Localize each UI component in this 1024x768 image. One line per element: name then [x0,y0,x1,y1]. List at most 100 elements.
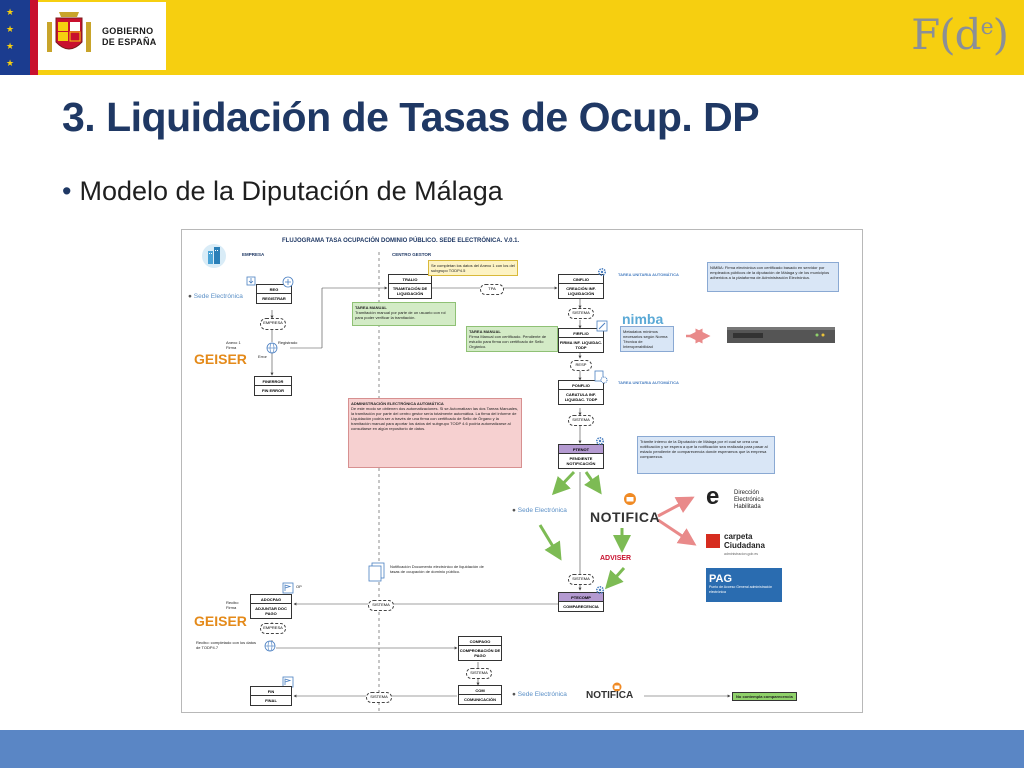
server-icon [727,327,835,343]
pag-logo: PAG Punto de Acceso General administraci… [706,568,782,602]
gear-icon [597,267,607,277]
pill-empresa-2: EMPRESA [260,623,286,634]
pill-tpa: TPA [480,284,504,295]
globe-icon [266,342,278,354]
label-tarea-auto-1: TAREA UNITARIA AUTOMÁTICA [618,272,679,277]
mail-icon [624,493,636,505]
note-tarea-manual-2-body: Firma Manual con certificado. Pendiente … [469,334,547,349]
pag-main: PAG [709,573,733,585]
box-ponflio: PONFLIO CARATULA INF. LIQUIDAC. TODP [558,380,604,405]
label-recibo-note: Recibo: completado con los datos de TODP… [196,640,257,650]
building-icon [202,244,226,268]
pill-sistema-1: SISTEMA [568,308,594,319]
gear-icon [595,436,605,446]
box-ptenot: PTENOT PENDIENTE NOTIFICACIÓN [558,444,604,469]
box-compago-bdy: COMPROBACIÓN DE PAGO [459,648,501,658]
note-tarea-manual-1-body: Tramitación manual por parte de un usuar… [355,310,446,320]
gov-line-1: GOBIERNO [102,26,154,36]
star-icon: ★ [6,58,15,68]
spain-flag-band [30,0,38,75]
mail-icon [612,682,622,692]
sede-electronica-logo-1: ● Sede Electrónica [188,293,243,300]
label-recibo: Recibo Firma [226,600,239,610]
label-tarea-auto-2: TAREA UNITARIA AUTOMÁTICA [618,380,679,385]
box-ptecomp: PTECOMP COMPARECENCIA [558,592,604,612]
flowchart-diagram: FLUJOGRAMA TASA OCUPACIÓN DOMINIO PÚBLIC… [181,229,863,713]
sede-electronica-logo-3: ● Sede Electrónica [512,691,567,698]
label-op: OP [296,584,302,589]
slide-title: 3. Liquidación de Tasas de Ocup. DP [62,94,760,140]
box-firflio-bdy: FIRMA INF. LIQUIDAC. TODP [559,340,603,350]
carpeta-line-2: Ciudadana [724,541,765,550]
slide-subtitle: •Modelo de la Diputación de Málaga [62,176,503,207]
deh-line-3: Habilitada [734,504,761,510]
box-tralio: TRALIO TRAMITACIÓN DE LIQUIDACIÓN [388,274,432,299]
box-compago: COMPAGO COMPROBACIÓN DE PAGO [458,636,502,661]
flag-icon [282,582,294,594]
label-anexo: Anexo 1 Firma [226,340,241,350]
add-icon [282,276,294,288]
label-notif-doc: Notificación Documento electrónico de li… [390,564,484,574]
box-adocpag-bdy: ADJUNTAR DOC PAGO [255,606,287,616]
box-ponflio-bdy: CARATULA INF. LIQUIDAC. TODP [564,392,598,402]
edit-icon [596,320,608,332]
box-adocpag-hdr: ADOCPAG [251,595,291,604]
box-fin-bdy: FINAL [265,698,277,703]
note-nimba: NIMBA: Firma electrónica con certificado… [707,262,839,292]
geiser-logo-2: GEISER [194,613,247,629]
top-bar [0,0,1024,75]
pill-sistema-6: SISTEMA [366,692,392,703]
fde-brand: F(de) [911,10,1009,59]
label-error: Error [258,354,267,359]
carpeta-logo-mark [706,534,720,548]
sede-electronica-logo-2: ● Sede Electrónica [512,507,567,514]
notifica-logo-2: NOTIFICA [586,690,634,701]
label-registrado: Registrado [278,340,298,345]
box-fin-hdr: FIN [251,687,291,696]
coat-of-arms-icon [47,12,91,52]
star-icon: ★ [6,7,15,17]
geiser-logo-1: GEISER [194,351,247,367]
box-com-bdy: COMUNICACIÓN [464,697,496,702]
box-reg-hdr: REG [257,285,291,294]
brand-main: F(d [911,10,981,59]
deh-line-1: Dirección [734,490,760,496]
user-icon [246,276,256,286]
pag-sub: Punto de Acceso General administración e… [709,585,773,594]
box-finerror: FINERROR FIN ERROR [254,376,292,396]
bottom-bar [0,730,1024,768]
note-tarea-manual-1-title: TAREA MANUAL [355,305,387,310]
carpeta-line-1: carpeta [724,532,753,541]
box-cinflio: CINFLIO CREACIÓN INF. LIQUIDACIÓN [558,274,604,299]
globe-icon [264,640,276,652]
box-compago-hdr: COMPAGO [459,637,501,646]
pill-sistema-3: SISTEMA [568,574,594,585]
box-reg-bdy: REGISTRAR [262,296,286,301]
box-ptenot-bdy: PENDIENTE NOTIFICACIÓN [566,456,596,466]
note-tarea-manual-1: TAREA MANUAL Tramitación manual por part… [352,302,456,326]
pill-sistema-2: SISTEMA [568,415,594,426]
subtitle-text: Modelo de la Diputación de Málaga [79,176,503,206]
pill-sistema-5: SISTEMA [466,668,492,679]
deh-logo-mark: e [706,483,720,510]
gobierno-text: GOBIERNO DE ESPAÑA [102,26,157,48]
pill-sistema-4: SISTEMA [368,600,394,611]
box-adocpag: ADOCPAG ADJUNTAR DOC PAGO [250,594,292,619]
nimba-logo: nimba [622,311,664,327]
gear-icon [595,585,605,595]
sede1-text: Sede Electrónica [193,293,243,300]
gov-line-2: DE ESPAÑA [102,37,157,47]
document-gear-icon [594,370,608,384]
bullet-icon: • [62,176,72,206]
pill-empresa-1: EMPRESA [260,318,286,330]
pill-resp: RESP [570,360,592,371]
deh-logo-text: Dirección Electrónica Habilitada [734,490,764,511]
note-tarea-manual-2-title: TAREA MANUAL [469,329,501,334]
lane-centro-label: CENTRO GESTOR [392,252,432,257]
note-tarea-manual-2: TAREA MANUAL Firma Manual con certificad… [466,326,558,352]
box-ptecomp-bdy: COMPARECENCIA [563,604,599,609]
gobierno-logo: GOBIERNO DE ESPAÑA [38,2,166,70]
brand-sup: e [980,15,994,40]
box-finerror-hdr: FINERROR [255,377,291,386]
note-admin-electronica: ADMINISTRACIÓN ELECTRÓNICA AUTOMÁTICA De… [348,398,522,468]
